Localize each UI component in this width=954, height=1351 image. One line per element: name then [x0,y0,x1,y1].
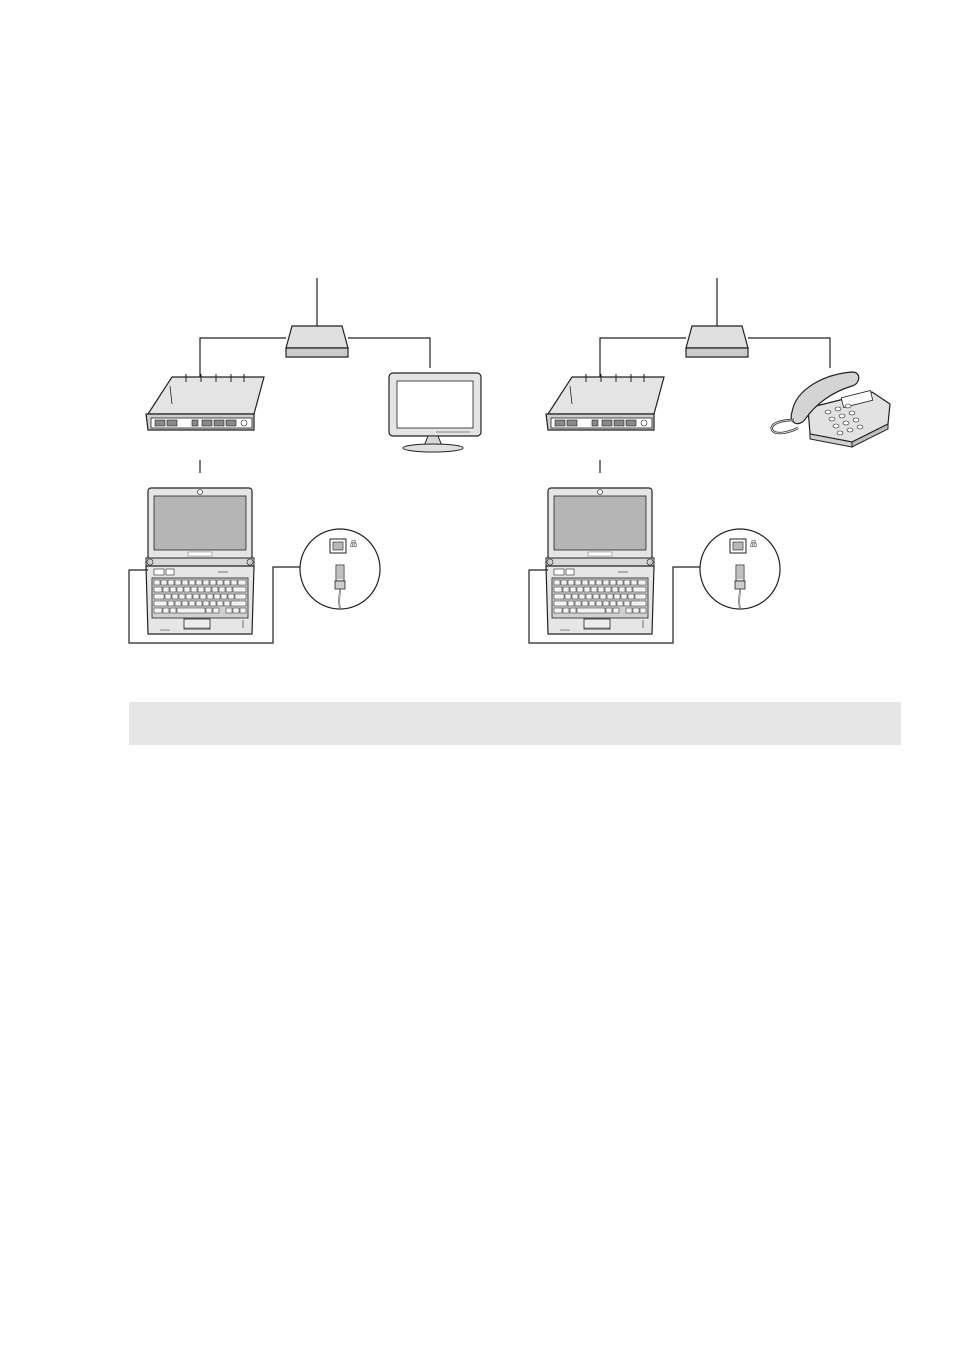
note-bar [129,702,901,745]
right-splitter-to-modem-cable [600,338,686,380]
left-splitter-to-tv-cable [348,338,430,368]
right-network: 品 [529,278,890,643]
right-telephone [772,372,890,447]
left-splitter-to-modem-cable [200,338,286,380]
right-splitter-to-phone-cable [748,338,830,368]
right-splitter [686,326,748,357]
left-splitter [286,326,348,357]
left-laptop [146,488,254,634]
right-port-symbol: 品 [750,540,757,548]
left-cable-modem [146,374,264,430]
left-port-symbol: 品 [350,540,357,548]
left-television [389,373,481,452]
right-ethernet-port-detail [700,529,780,609]
right-laptop [546,488,654,634]
left-ethernet-port-detail [300,529,380,609]
left-network: 品 [129,278,481,643]
right-dsl-modem [546,374,664,430]
